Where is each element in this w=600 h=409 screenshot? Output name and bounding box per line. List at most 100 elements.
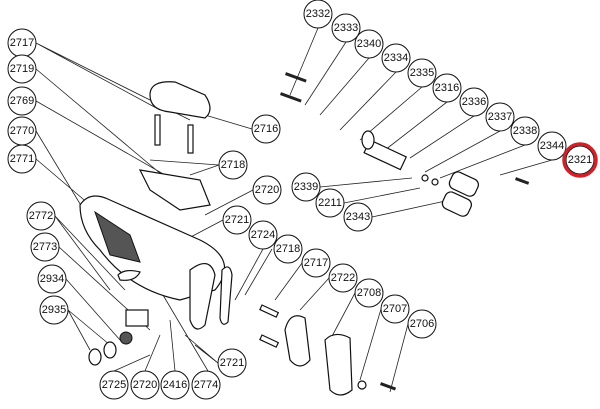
part-roller (448, 171, 480, 197)
part-washer (431, 178, 439, 186)
callout-2719[interactable]: 2719 (7, 54, 37, 84)
callout-2722[interactable]: 2722 (328, 263, 358, 293)
label-text: 2339 (294, 181, 318, 193)
label-text: 2343 (346, 211, 370, 223)
label-text: 2340 (357, 38, 381, 50)
callout-2721[interactable]: 2721 (222, 205, 252, 235)
part-screw-2321 (515, 177, 530, 185)
label-text: 2211 (318, 197, 342, 209)
label-text: 2725 (102, 379, 126, 391)
callout-2717[interactable]: 2717 (7, 28, 37, 58)
part-side-plate (189, 263, 216, 330)
label-text: 2721 (225, 214, 249, 226)
label-text: 2334 (384, 52, 408, 64)
part-gear (119, 331, 133, 345)
label-text: 2720 (133, 379, 157, 391)
callout-2770[interactable]: 2770 (7, 116, 37, 146)
callout-2773[interactable]: 2773 (30, 232, 60, 262)
callout-2337[interactable]: 2337 (485, 102, 515, 132)
label-text: 2718 (221, 159, 245, 171)
callout-2721-bottom[interactable]: 2721 (217, 348, 247, 378)
label-text: 2774 (194, 379, 218, 391)
part-ring (361, 130, 375, 150)
label-text: 2321 (568, 154, 592, 166)
callout-2344[interactable]: 2344 (537, 131, 567, 161)
label-text: 2706 (410, 318, 434, 330)
label-text: 2708 (357, 287, 381, 299)
label-text: 2769 (10, 95, 34, 107)
label-text: 2719 (10, 63, 34, 75)
callout-2339[interactable]: 2339 (291, 172, 321, 202)
label-text: 2934 (40, 273, 64, 285)
callout-2720[interactable]: 2720 (252, 175, 282, 205)
label-text: 2337 (488, 111, 512, 123)
part-cover-2708 (324, 333, 353, 396)
callout-2707[interactable]: 2707 (380, 294, 410, 324)
callout-2343[interactable]: 2343 (343, 202, 373, 232)
label-text: 2332 (306, 8, 330, 20)
callout-2706[interactable]: 2706 (407, 309, 437, 339)
callout-2717-lower[interactable]: 2717 (301, 248, 331, 278)
callout-2724[interactable]: 2724 (248, 220, 278, 250)
callout-2718[interactable]: 2718 (218, 150, 248, 180)
callout-2774[interactable]: 2774 (191, 370, 221, 400)
label-text: 2773 (33, 241, 57, 253)
label-text: 2416 (163, 379, 187, 391)
callout-2935[interactable]: 2935 (39, 295, 69, 325)
label-text: 2717 (304, 257, 328, 269)
callout-2338[interactable]: 2338 (510, 116, 540, 146)
label-text: 2935 (42, 304, 66, 316)
label-text: 2771 (10, 153, 34, 165)
part-roller (441, 191, 473, 217)
callout-2716[interactable]: 2716 (251, 114, 281, 144)
highlight-ring (562, 142, 598, 178)
part-nut-2707 (357, 380, 367, 390)
callout-2708[interactable]: 2708 (354, 278, 384, 308)
callout-2718-lower[interactable]: 2718 (273, 234, 303, 264)
label-text: 2770 (10, 125, 34, 137)
callout-2334[interactable]: 2334 (381, 43, 411, 73)
label-text: 2724 (251, 229, 275, 241)
part-cover-2722 (284, 315, 311, 367)
callout-2332[interactable]: 2332 (303, 0, 333, 29)
callout-2771[interactable]: 2771 (7, 144, 37, 174)
label-text: 2316 (435, 82, 459, 94)
label-text: 2716 (254, 123, 278, 135)
part-spring (279, 92, 302, 103)
label-text: 2772 (29, 210, 53, 222)
leader-lines (35, 27, 553, 393)
callout-2416[interactable]: 2416 (160, 370, 190, 400)
callout-2772[interactable]: 2772 (26, 201, 56, 231)
callout-2333[interactable]: 2333 (331, 13, 361, 43)
callout-2321-highlighted[interactable]: 2321 (562, 142, 598, 178)
callout-2340[interactable]: 2340 (354, 29, 384, 59)
part-pin (154, 114, 161, 146)
label-text: 2707 (383, 303, 407, 315)
part-clip (117, 269, 141, 281)
callout-2316[interactable]: 2316 (432, 73, 462, 103)
part-top-cover (149, 81, 211, 119)
part-spring (284, 72, 307, 83)
callout-2725[interactable]: 2725 (99, 370, 129, 400)
part-washer (421, 174, 429, 182)
label-text: 2721 (220, 357, 244, 369)
part-bracket (138, 169, 211, 211)
callout-2769[interactable]: 2769 (7, 86, 37, 116)
label-text: 2335 (410, 67, 434, 79)
callout-2211[interactable]: 2211 (315, 188, 345, 218)
part-block (125, 309, 149, 327)
part-pin (187, 124, 194, 154)
part-screw-2706 (379, 382, 397, 391)
callout-2336[interactable]: 2336 (459, 87, 489, 117)
label-text: 2722 (331, 272, 355, 284)
callout-2934[interactable]: 2934 (37, 264, 67, 294)
part-insert (219, 266, 233, 325)
part-o-ring (103, 341, 117, 359)
part-o-ring (88, 348, 102, 366)
label-text: 2336 (462, 96, 486, 108)
callout-2720-bottom[interactable]: 2720 (130, 370, 160, 400)
parts-drawing (79, 72, 530, 396)
callout-2335[interactable]: 2335 (407, 58, 437, 88)
